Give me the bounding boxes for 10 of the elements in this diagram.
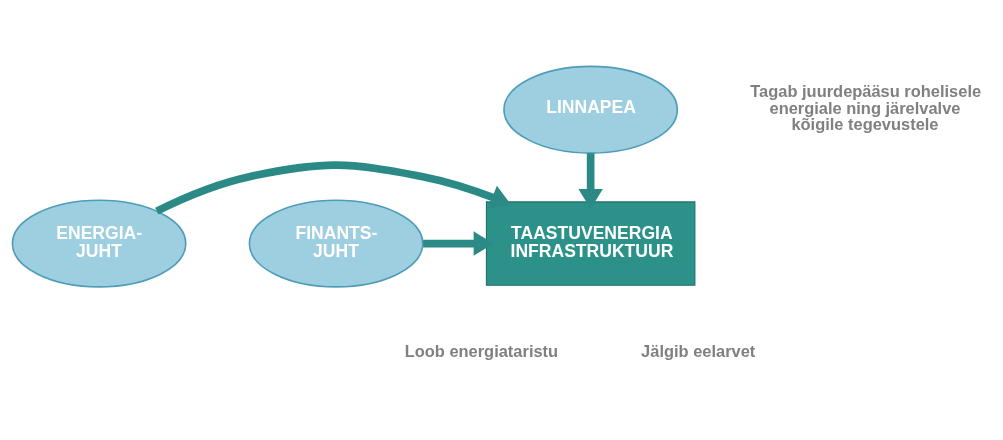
arrow [578, 153, 603, 209]
node-box: TAASTUVENERGIA INFRASTRUKTUUR [485, 201, 696, 286]
arrow [423, 231, 494, 256]
arrow [155, 161, 511, 215]
label: Jälgib eelarvet [641, 341, 756, 360]
node-ellipse: LINNAPEA [503, 65, 679, 154]
label: Loob energiataristu [404, 341, 559, 360]
node-ellipse: FINANTS- JUHT [248, 199, 424, 288]
label: Tagab juurdepääsu rohelisele energiale ning järelvalve kõigile tegevustele [750, 82, 982, 134]
node-ellipse: ENERGIA- JUHT [11, 199, 187, 288]
